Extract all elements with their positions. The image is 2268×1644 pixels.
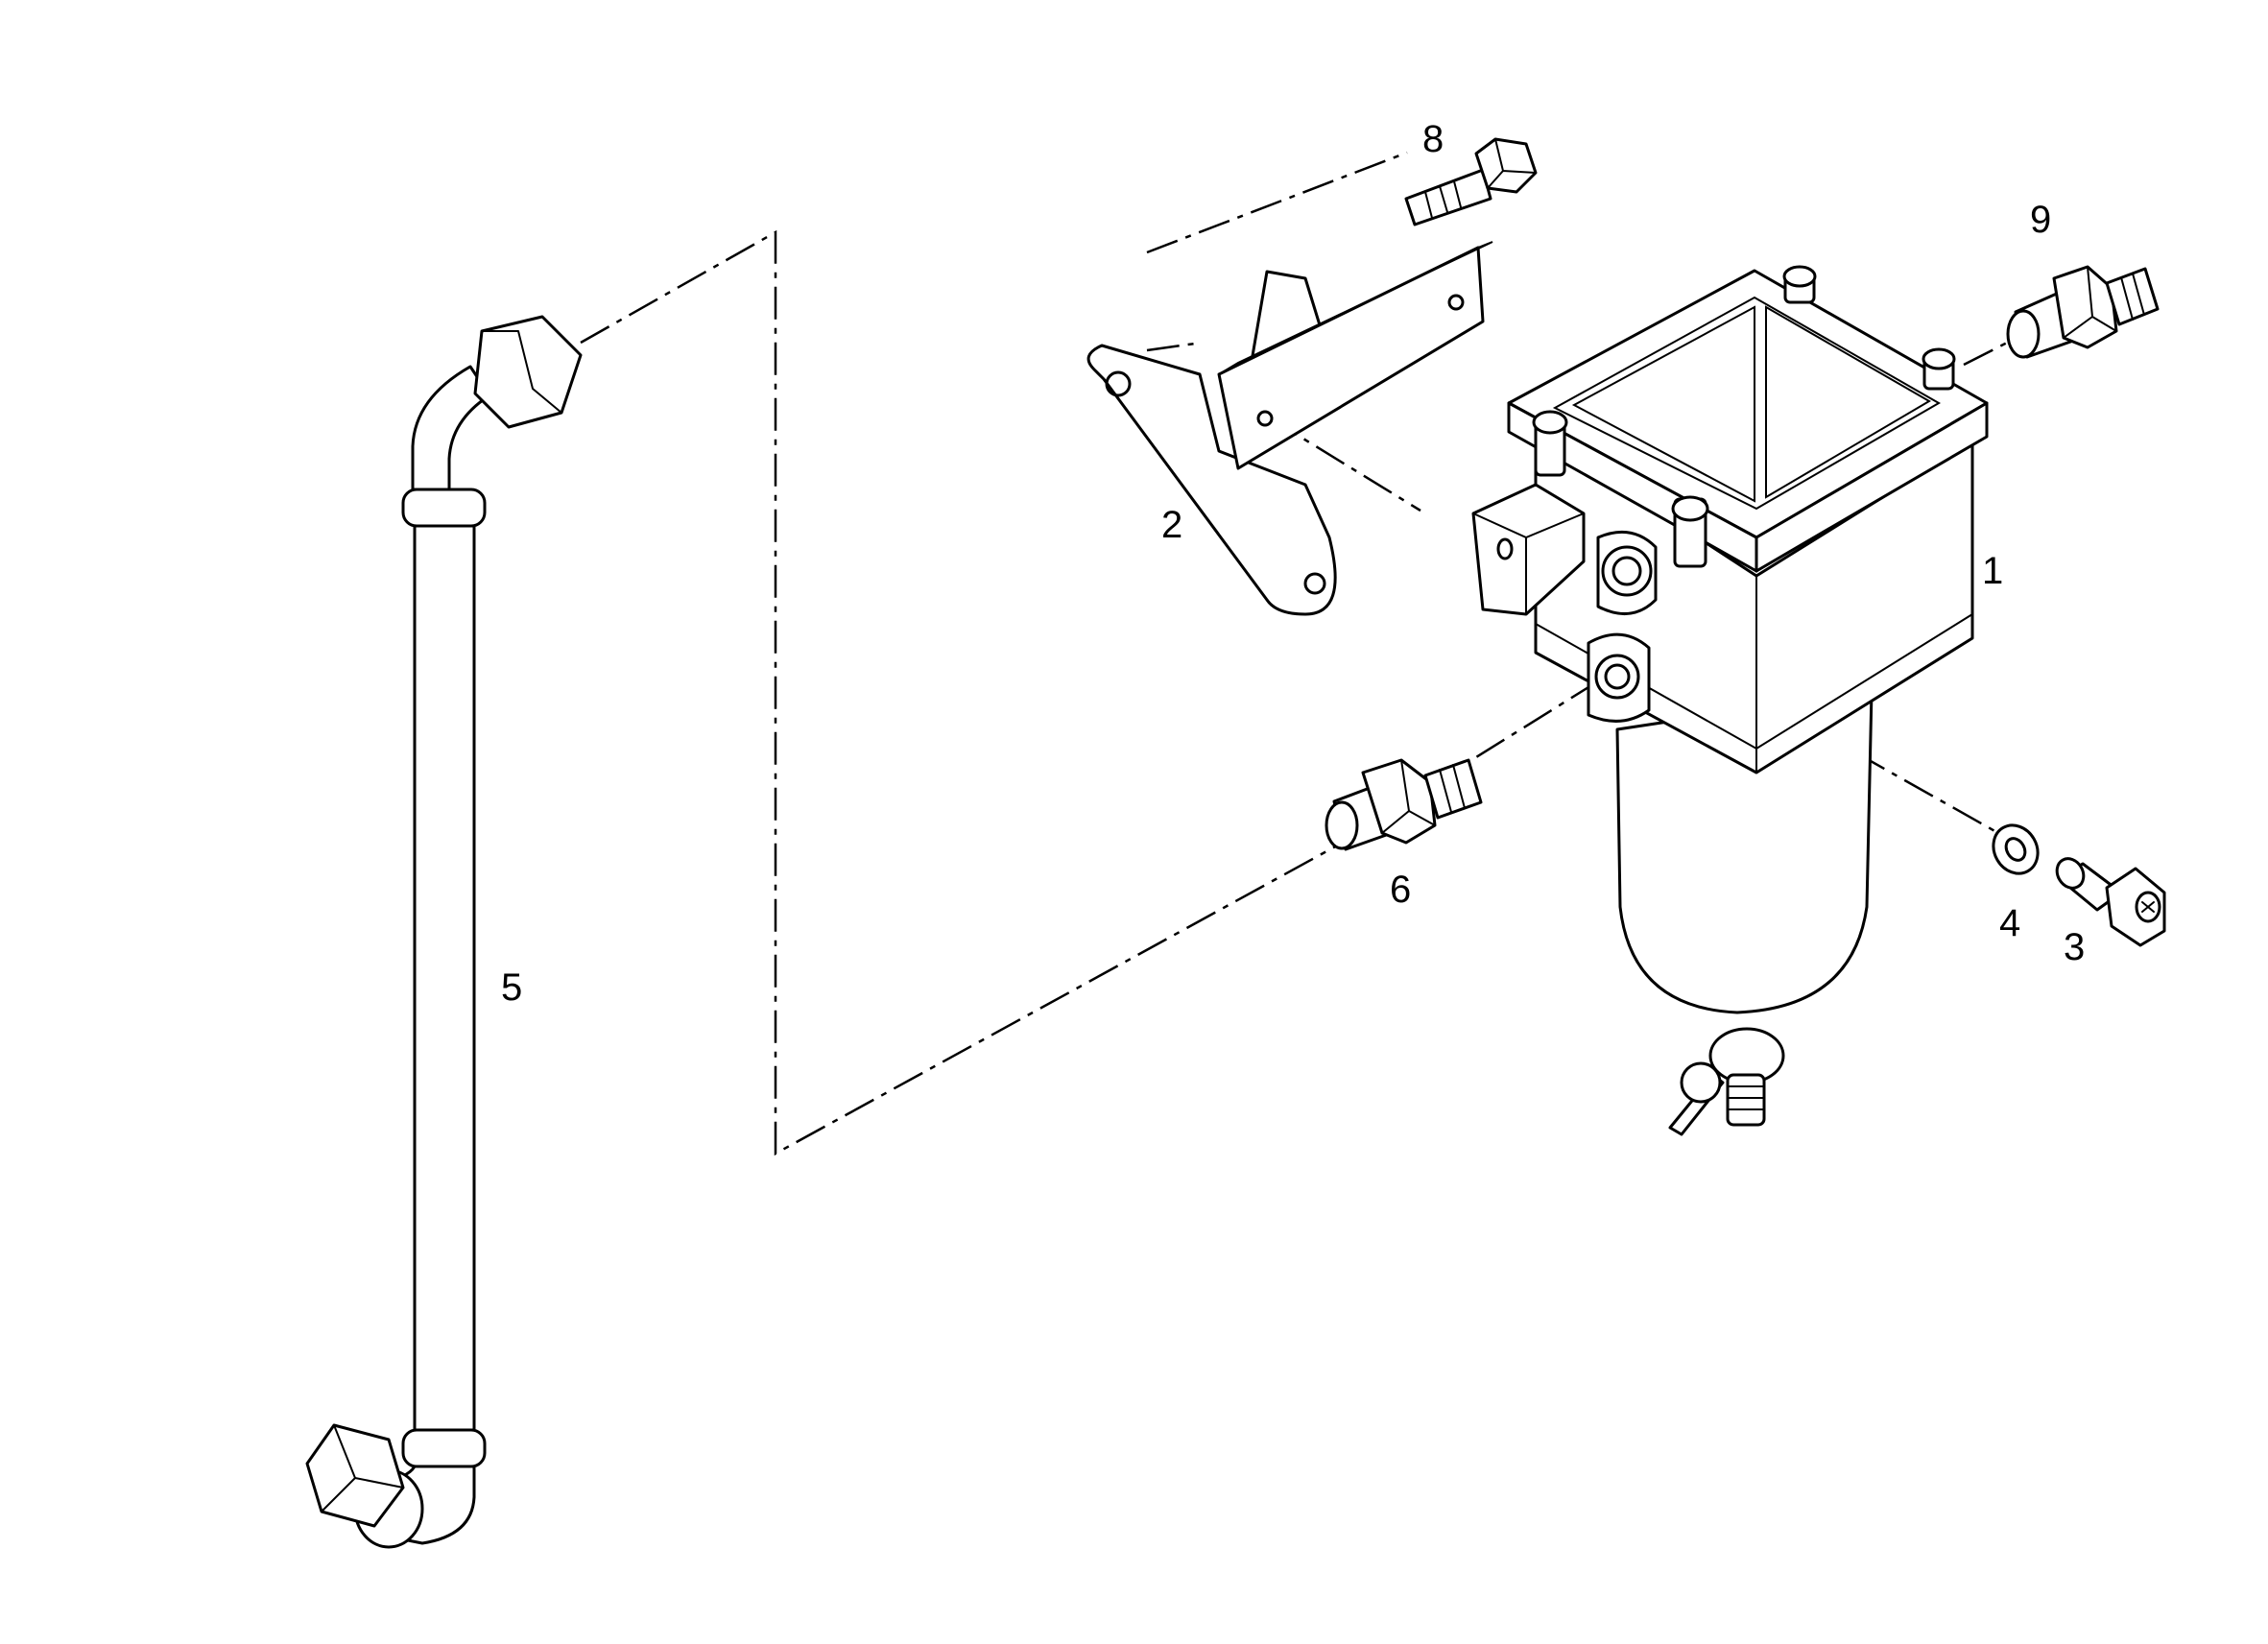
guide-line-bracket-bolt	[1146, 151, 1408, 254]
bolt-8-shank	[1404, 168, 1492, 226]
nipple-6-end	[1325, 800, 1359, 850]
bracket-front-bar	[1217, 246, 1485, 470]
nipple-part-9	[2006, 265, 2160, 359]
bracket-slot-front	[1256, 410, 1274, 427]
bracket-hole-left	[1105, 370, 1132, 397]
screw-part-3	[2055, 857, 2166, 947]
nipple-part-6	[1325, 758, 1483, 851]
drain-valve-knob	[1680, 1061, 1722, 1104]
callout-6: 6	[1390, 869, 1411, 911]
filter-port-lower	[1594, 654, 1640, 700]
guide-line-bracket-slot	[1146, 342, 1196, 352]
filter-port-upper	[1601, 545, 1653, 597]
filter-bowl	[1615, 689, 1874, 1014]
washer-4-outer	[1992, 823, 2040, 875]
callout-1: 1	[1982, 550, 2003, 592]
guide-line-top-nipple	[1963, 334, 2021, 367]
washer-4-inner	[2004, 837, 2027, 862]
filter-port-lower-boss	[1587, 632, 1651, 723]
callout-9: 9	[2030, 199, 2051, 241]
callout-labels: 1 2 3 4 5 6 8 9	[501, 118, 2085, 1009]
pipe-tube	[413, 524, 476, 1432]
bracket-rear-plate	[1086, 344, 1337, 616]
bracket-part-2	[1086, 241, 1493, 616]
callout-3: 3	[2064, 926, 2085, 968]
nipple-9-hex	[2052, 265, 2118, 349]
bolt-part-8	[1404, 137, 1538, 226]
filter-port-upper-boss	[1596, 530, 1658, 616]
pipe-lower-ferrule	[401, 1428, 487, 1468]
bracket-slot-rear	[1447, 294, 1465, 311]
callout-4: 4	[1999, 902, 2020, 944]
callout-8: 8	[1422, 118, 1444, 160]
nipple-9-end	[2006, 309, 2041, 359]
screw-3-end	[2055, 857, 2086, 890]
bolt-8-head	[1474, 137, 1538, 194]
pipe-upper-ferrule	[401, 488, 487, 528]
pipe-assembly	[305, 315, 583, 1549]
drain-valve-thread	[1726, 1073, 1766, 1127]
filter-mount-flange	[1471, 483, 1586, 616]
guide-line-filter-to-washer	[1516, 560, 1999, 835]
mount-flange-hole	[1496, 537, 1514, 560]
filter-housing-part-1	[1471, 265, 1989, 1136]
guide-line-pipe-top	[580, 229, 1340, 1156]
bracket-hole-bottom	[1303, 572, 1326, 595]
screw-3-socket	[2135, 891, 2161, 923]
callout-2: 2	[1161, 504, 1182, 546]
washer-part-4	[1992, 823, 2040, 875]
filter-head-side-right	[1755, 401, 1989, 573]
callout-5: 5	[501, 966, 522, 1009]
